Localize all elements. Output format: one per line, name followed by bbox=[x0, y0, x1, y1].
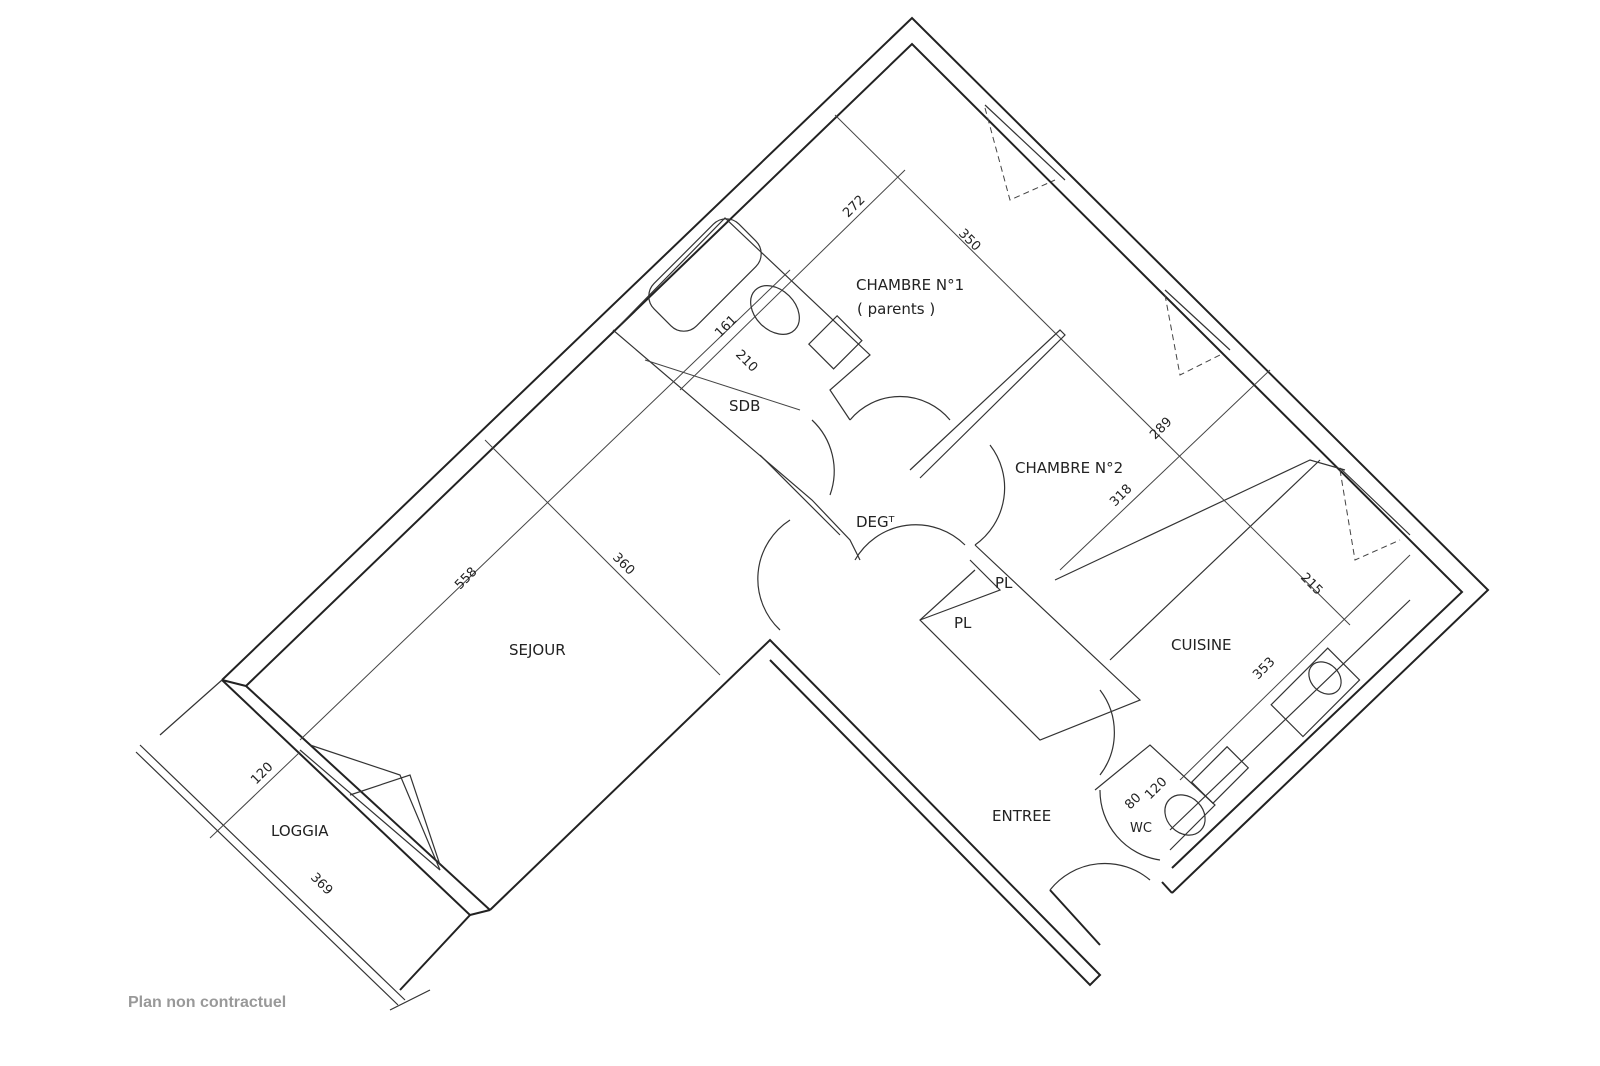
dimension-272: 272 bbox=[840, 193, 868, 221]
loggia-outline bbox=[135, 679, 441, 1011]
dimension-120-loggia: 120 bbox=[248, 760, 276, 788]
dimension-210: 210 bbox=[732, 347, 760, 375]
fixtures bbox=[648, 218, 1361, 836]
dimension-353: 353 bbox=[1250, 655, 1278, 683]
room-label-wc: WC bbox=[1130, 821, 1152, 836]
room-label-chambre-1-sub: ( parents ) bbox=[857, 300, 935, 318]
dimension-318: 318 bbox=[1107, 482, 1135, 510]
room-label-degagement: DEGᵀ bbox=[856, 513, 895, 531]
dimension-80: 80 bbox=[1122, 791, 1144, 813]
dimension-161: 161 bbox=[712, 313, 740, 341]
room-label-loggia: LOGGIA bbox=[271, 822, 329, 840]
exterior-walls bbox=[221, 16, 1490, 991]
dimension-350: 350 bbox=[955, 226, 983, 254]
room-label-placard-2: PL bbox=[954, 614, 972, 632]
room-label-placard-1: PL bbox=[995, 574, 1013, 592]
interior-partitions bbox=[612, 217, 1411, 851]
dimension-360: 360 bbox=[609, 550, 637, 578]
room-label-cuisine: CUISINE bbox=[1171, 636, 1232, 654]
room-labels: CHAMBRE N°1 ( parents ) CHAMBRE N°2 SDB … bbox=[271, 276, 1232, 840]
room-label-chambre-2: CHAMBRE N°2 bbox=[1015, 459, 1123, 477]
dimension-558: 558 bbox=[452, 565, 480, 593]
dimension-289: 289 bbox=[1147, 415, 1175, 443]
dimension-120-wc: 120 bbox=[1142, 775, 1170, 803]
room-label-chambre-1: CHAMBRE N°1 bbox=[856, 276, 964, 294]
room-label-sejour: SEJOUR bbox=[509, 641, 566, 659]
room-label-sdb: SDB bbox=[729, 397, 760, 415]
dimension-215: 215 bbox=[1297, 570, 1325, 598]
dimension-369: 369 bbox=[307, 870, 335, 898]
disclaimer-text: Plan non contractuel bbox=[128, 994, 286, 1011]
dimension-labels: 272 350 161 210 558 360 289 318 215 353 … bbox=[248, 193, 1325, 899]
dimension-lines bbox=[209, 114, 1411, 839]
doors bbox=[757, 104, 1411, 891]
room-label-entree: ENTREE bbox=[992, 807, 1051, 825]
